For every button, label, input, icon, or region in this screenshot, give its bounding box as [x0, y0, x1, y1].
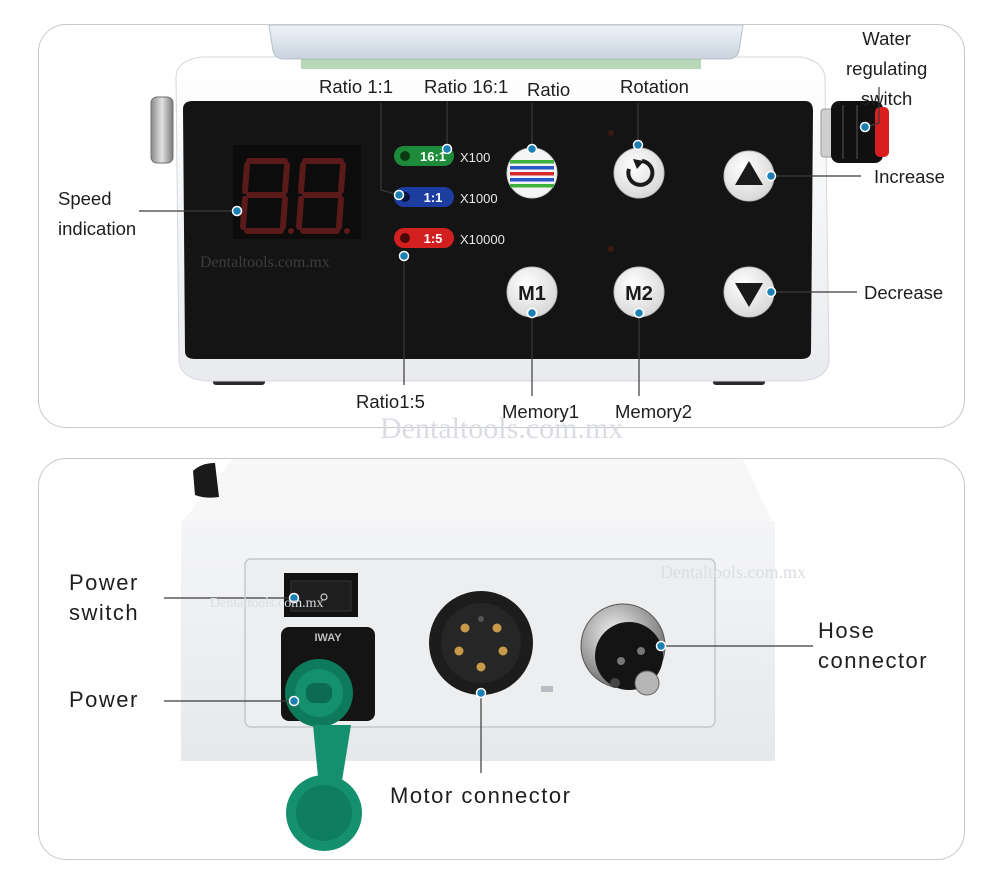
front-view-panel: 88 16:1 1:1 1:5 X100 X1000 X10000 M1 M2: [38, 24, 965, 428]
label-water-regulating-switch: Water regulating switch: [846, 28, 928, 109]
watermark: Dentaltools.com.mx: [210, 596, 324, 611]
watermark: Dentaltools.com.mx: [380, 412, 624, 445]
back-view-panel: IWAY: [38, 458, 965, 860]
watermark: Dentaltools.com.mx: [200, 254, 330, 271]
memory2-button-label: M2: [625, 283, 653, 305]
label-ratio: Ratio: [527, 79, 571, 100]
label-motor-connector: Motor connector: [390, 783, 572, 808]
label-rotation: Rotation: [620, 76, 689, 97]
memory1-button-label: M1: [518, 283, 546, 305]
label-hose-connector: Hose connector: [818, 618, 929, 674]
power-dust-cap-strap: [313, 725, 351, 787]
ratio-pill-label: 1:5: [424, 231, 443, 246]
multiplier-label: X100: [460, 150, 490, 165]
ratio-pill-16-1: [394, 146, 454, 166]
back-callouts: [164, 592, 813, 773]
ratio-pill-1-1: [394, 187, 454, 207]
top-tray: [268, 25, 744, 60]
label-power-switch: Power switch: [69, 570, 140, 626]
label-power: Power: [69, 687, 139, 712]
device-top: [181, 459, 773, 523]
label-decrease: Decrease: [864, 282, 944, 303]
label-speed-indication: Speed indication: [58, 188, 137, 239]
multiplier-label: X10000: [460, 232, 505, 247]
hose-connector: [580, 603, 666, 696]
speed-display: [233, 145, 361, 239]
label-memory2: Memory2: [615, 401, 693, 422]
motor-connector: [429, 591, 533, 695]
label-ratio-1-1: Ratio 1:1: [319, 76, 394, 97]
ratio-pill-label: 16:1: [420, 149, 446, 164]
watermark: Dentaltools.com.mx: [660, 562, 806, 582]
back-device-illustration: [181, 459, 775, 851]
label-ratio-1-5: Ratio1:5: [356, 391, 425, 412]
increase-button: [723, 150, 775, 202]
front-callouts: [139, 87, 880, 396]
ratio-select-button: [506, 147, 558, 199]
back-device-text: IWAY: [314, 632, 342, 644]
front-device-text: 88 16:1 1:1 1:5 X100 X1000 X10000 M1 M2: [420, 149, 653, 305]
label-increase: Increase: [874, 166, 945, 187]
front-device-illustration: [150, 25, 889, 385]
ratio-pill-label: 1:1: [424, 190, 443, 205]
label-ratio-16-1: Ratio 16:1: [424, 76, 509, 97]
connector-brand-text: IWAY: [314, 632, 342, 644]
side-knob-left: [150, 96, 174, 164]
ratio-pill-1-5: [394, 228, 454, 248]
multiplier-label: X1000: [460, 191, 498, 206]
rotation-button: [613, 147, 665, 199]
label-memory1: Memory1: [502, 401, 580, 422]
